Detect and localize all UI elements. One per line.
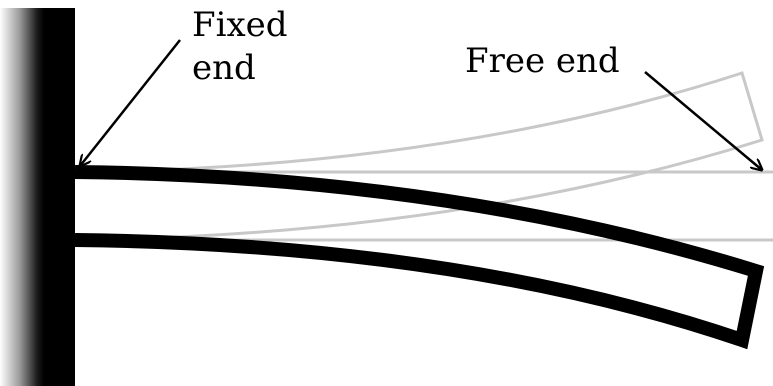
deflected-beam-outline xyxy=(74,165,765,350)
upward-deflected-beam-outline xyxy=(74,71,764,242)
fixed-support-wall xyxy=(44,8,75,386)
fixed-end-arrow xyxy=(80,39,181,166)
free-end-label: Free end xyxy=(465,41,620,81)
fixed-end-label: Fixed end xyxy=(192,5,288,88)
free-end-arrow xyxy=(644,71,762,170)
fixed-support-wall-gradient xyxy=(0,8,44,386)
